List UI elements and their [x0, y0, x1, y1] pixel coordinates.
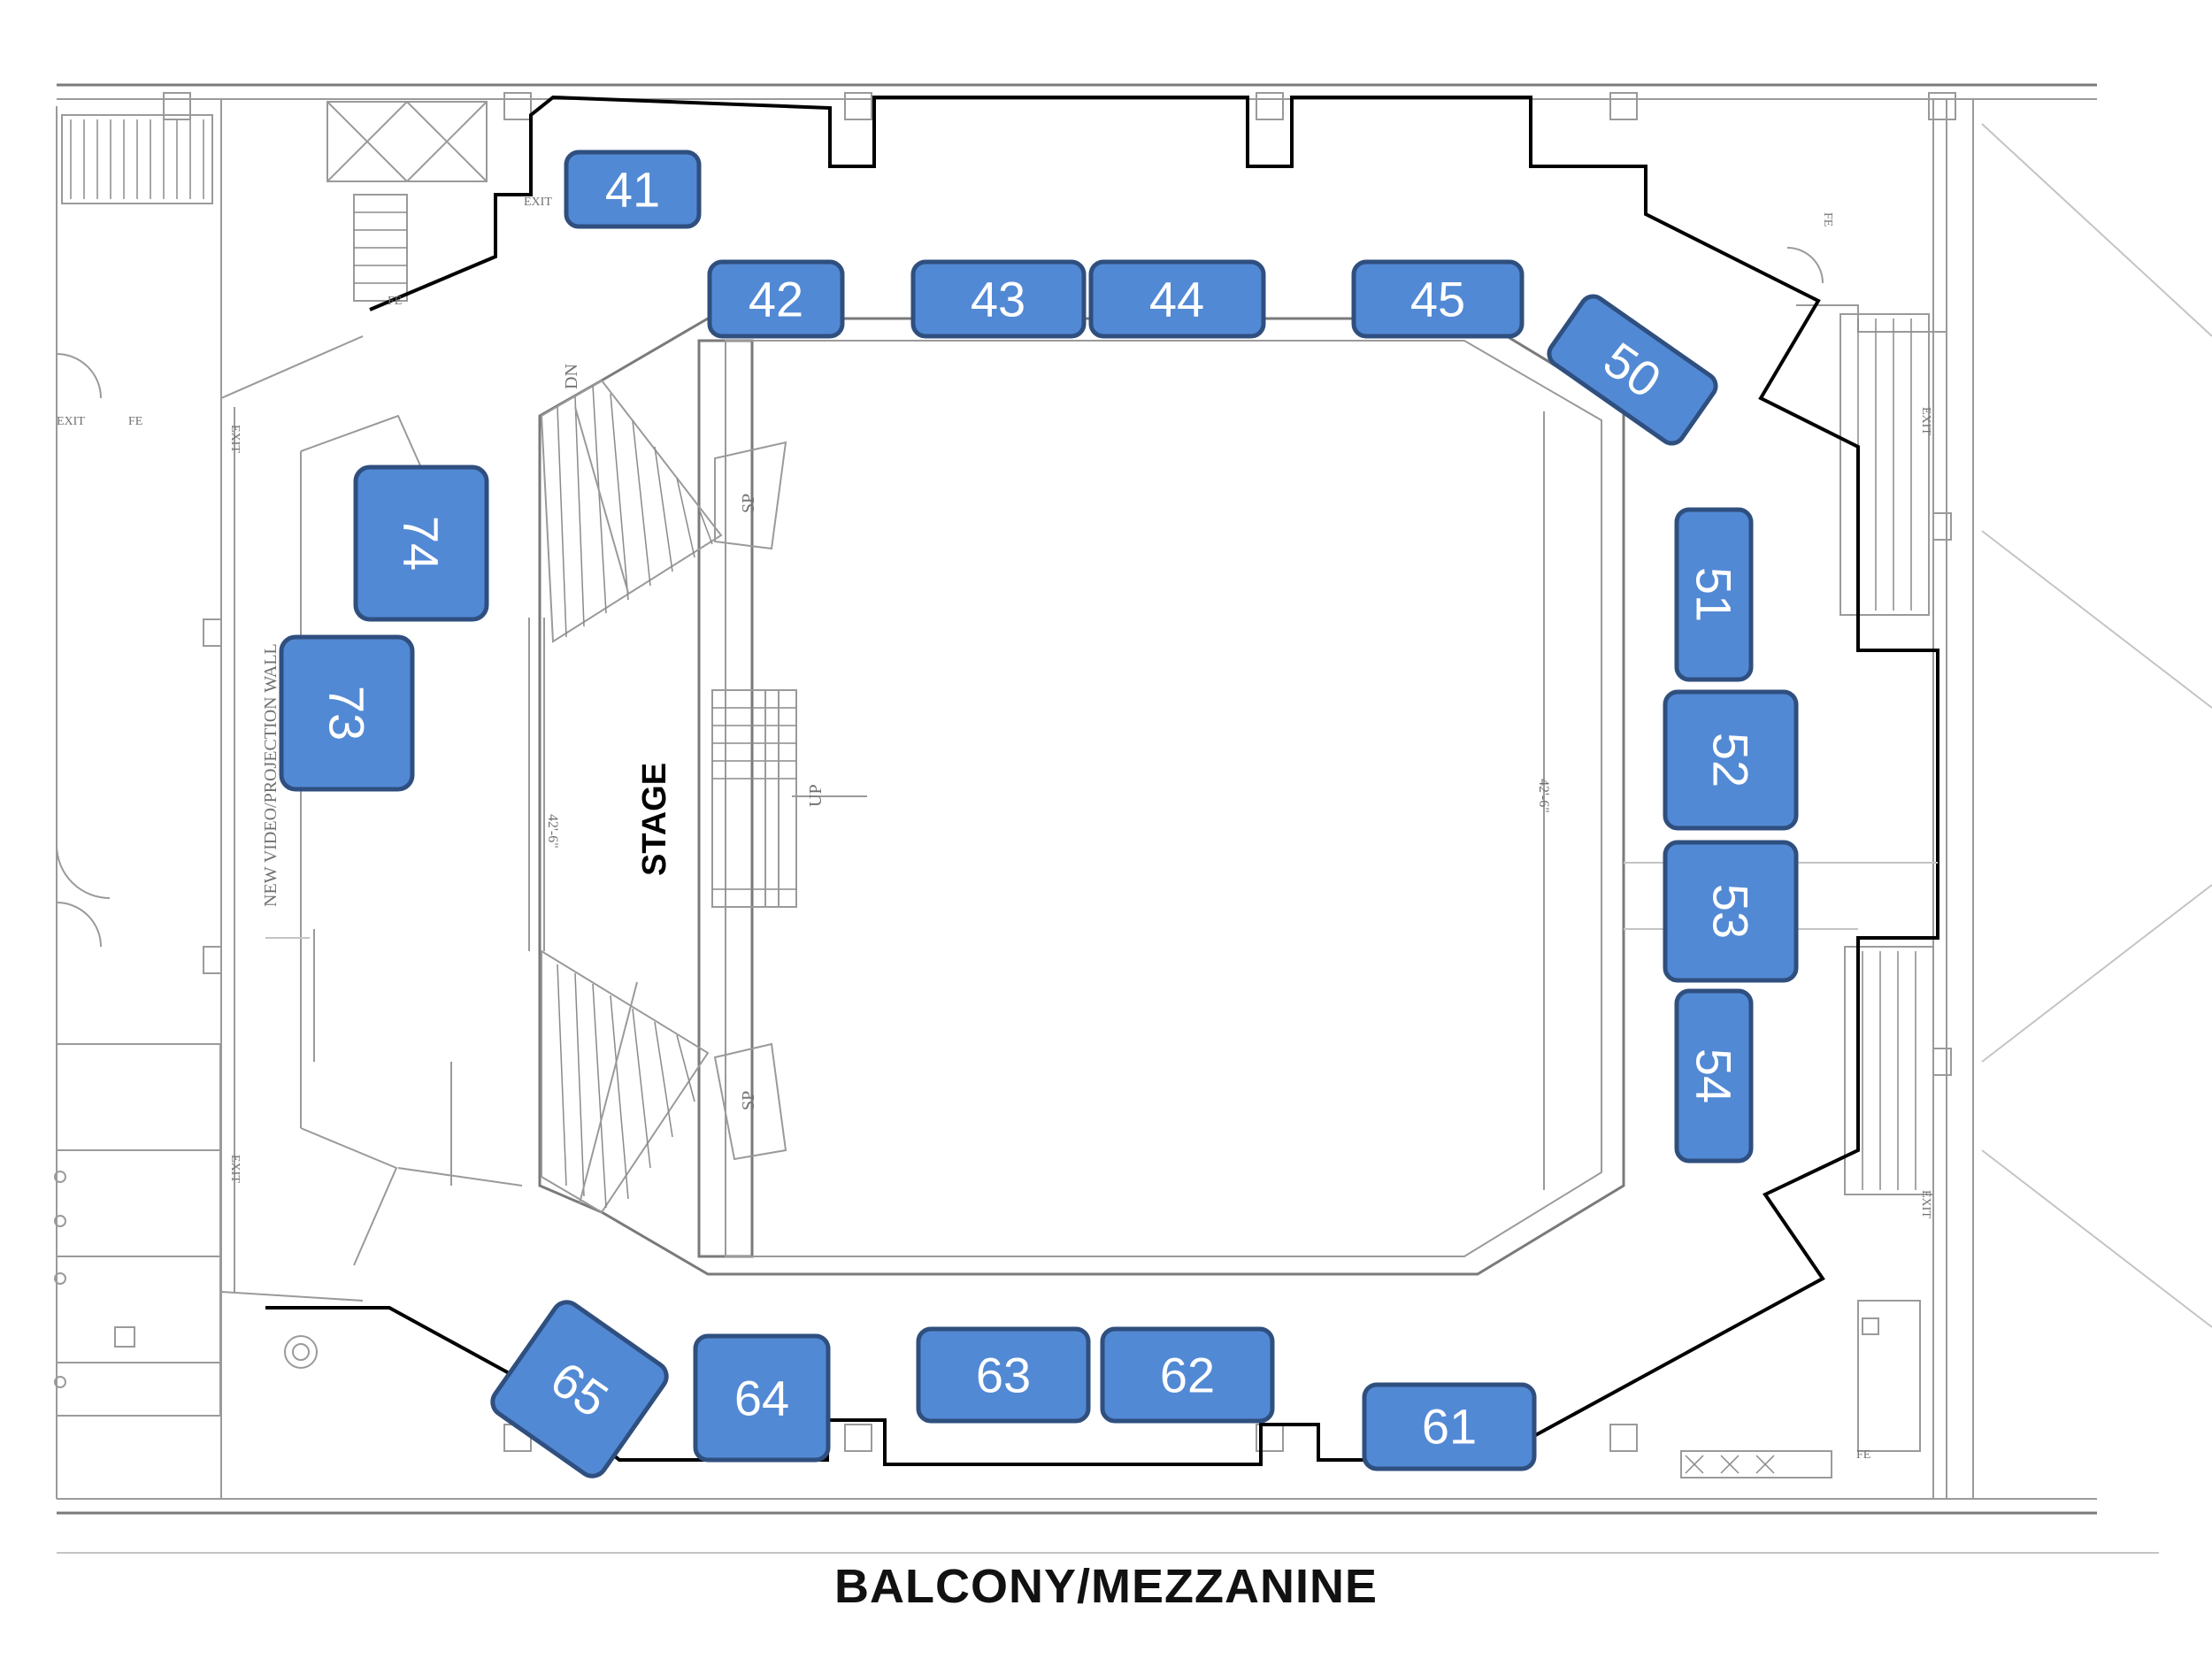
video-wall-label: NEW VIDEO/PROJECTION WALL [261, 643, 280, 907]
booth-61[interactable]: 61 [1362, 1382, 1537, 1471]
booth-73-label: 73 [319, 686, 375, 741]
exit-label-left: EXIT [57, 415, 85, 428]
exit-label-left-wing: EXIT [228, 425, 242, 453]
stage-label: STAGE [636, 763, 673, 876]
booth-51[interactable]: 51 [1674, 507, 1754, 682]
stage-stairs [540, 379, 723, 1214]
speaker-label-upper: SP [739, 494, 758, 513]
booth-62-label: 62 [1160, 1348, 1215, 1403]
booth-45[interactable]: 45 [1351, 259, 1525, 339]
left-rooms [54, 101, 488, 1417]
fe-label-right: FE [1821, 212, 1834, 227]
down-label: DN [562, 364, 581, 389]
booth-63-label: 63 [976, 1348, 1031, 1403]
booth-52-label: 52 [1703, 733, 1759, 787]
building-frame [56, 83, 2159, 1554]
booth-64-label: 64 [734, 1371, 789, 1426]
up-label: UP [806, 784, 826, 807]
exit-label-right-lower: EXIT [1919, 1190, 1932, 1218]
plan-labels: NEW VIDEO/PROJECTION WALL STAGE UP DN SP… [57, 196, 1932, 1462]
booth-62[interactable]: 62 [1100, 1326, 1275, 1424]
booth-73[interactable]: 73 [279, 634, 415, 792]
booth-54[interactable]: 54 [1674, 988, 1754, 1164]
booth-50[interactable]: 50 [1544, 292, 1720, 449]
booth-45-label: 45 [1410, 272, 1465, 327]
exit-label-left-lower: EXIT [228, 1155, 242, 1183]
fe-label-left: FE [128, 415, 142, 428]
booth-43[interactable]: 43 [910, 259, 1087, 339]
booth-51-label: 51 [1686, 567, 1742, 622]
booth-61-label: 61 [1422, 1399, 1477, 1455]
right-rooms [1680, 123, 2212, 1479]
exit-label-top: EXIT [524, 196, 552, 209]
booth-41-label: 41 [605, 162, 660, 218]
booth-63[interactable]: 63 [916, 1326, 1091, 1424]
booth-53-label: 53 [1703, 884, 1759, 939]
fe-label-top: FE [388, 295, 402, 308]
booth-74-label: 74 [394, 516, 449, 571]
booth-54-label: 54 [1686, 1048, 1742, 1103]
booth-65[interactable]: 65 [488, 1297, 672, 1482]
booth-64[interactable]: 64 [693, 1333, 831, 1463]
booth-44-label: 44 [1149, 272, 1204, 327]
booth-41[interactable]: 41 [564, 150, 702, 229]
speaker-boxes [713, 441, 787, 1161]
balcony-outline[interactable] [265, 95, 1939, 1466]
booth-44[interactable]: 44 [1088, 259, 1266, 339]
booth-43-label: 43 [971, 272, 1025, 327]
booths: 41 42 43 44 45 50 51 [279, 150, 1799, 1482]
booth-74[interactable]: 74 [353, 465, 489, 622]
exit-label-right-upper: EXIT [1919, 407, 1932, 435]
booth-42[interactable]: 42 [707, 259, 845, 339]
booth-53[interactable]: 53 [1663, 840, 1799, 983]
column-markers [163, 92, 1956, 1452]
booth-42-label: 42 [749, 272, 803, 327]
booth-52[interactable]: 52 [1663, 689, 1799, 831]
map-title: BALCONY/MEZZANINE [834, 1560, 1378, 1613]
dimension-left: 42'-6" [545, 814, 560, 849]
speaker-label-lower: SP [739, 1091, 758, 1110]
fe-label-bottom: FE [1856, 1448, 1870, 1462]
dimension-right: 42'-6" [1536, 779, 1551, 813]
